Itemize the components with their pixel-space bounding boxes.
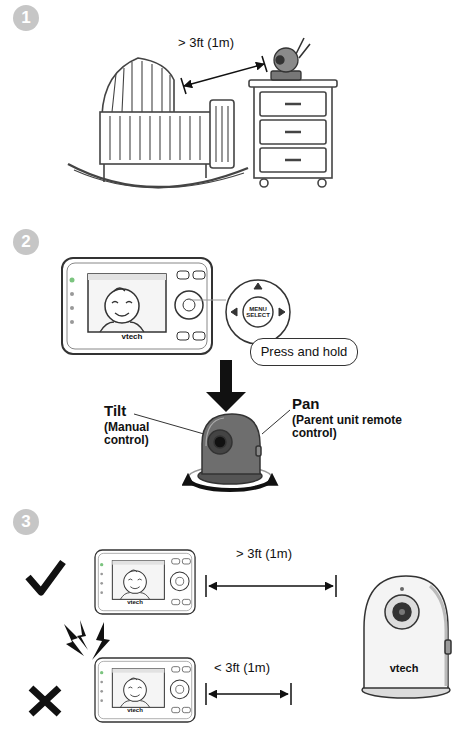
camera-front-part bbox=[399, 609, 405, 615]
zoom-button-circle-shape bbox=[226, 280, 290, 344]
distance-arrow-part bbox=[184, 64, 264, 86]
part-name: Tilt bbox=[104, 403, 164, 420]
step-number: 1 bbox=[12, 4, 40, 32]
distance-arrow-part bbox=[209, 693, 288, 695]
nightstand-drawing-part bbox=[285, 104, 301, 160]
check-mark bbox=[28, 562, 63, 592]
interference-symbol-part bbox=[92, 622, 110, 660]
cross-mark bbox=[31, 688, 59, 714]
nightstand-drawing-part bbox=[249, 80, 337, 87]
part-note: (Manual control) bbox=[104, 421, 176, 447]
dimension-label: < 3ft (1m) bbox=[214, 661, 304, 675]
crib-drawing-part bbox=[112, 61, 170, 112]
camera-front-part bbox=[400, 587, 404, 591]
crib-drawing-part bbox=[104, 164, 206, 182]
zoom-dpad-part bbox=[231, 308, 237, 316]
camera-front bbox=[362, 576, 451, 698]
distance-arrow-part bbox=[206, 683, 291, 705]
camera-on-nightstand-part bbox=[276, 56, 284, 64]
part-note: (Parent unit remote control) bbox=[292, 414, 404, 440]
parent-unit bbox=[95, 658, 195, 722]
nightstand-drawing-part bbox=[260, 179, 268, 187]
pan-tilt-camera-part bbox=[208, 430, 232, 454]
step-number-shape bbox=[13, 229, 39, 255]
brand-logo: vtech bbox=[117, 599, 153, 606]
down-arrow bbox=[206, 360, 246, 412]
callout-box-text: Press and hold bbox=[252, 345, 356, 359]
nightstand-drawing-part bbox=[318, 179, 326, 187]
distance-arrow bbox=[206, 683, 291, 705]
step-number: 2 bbox=[12, 228, 40, 256]
step-number-shape bbox=[13, 509, 39, 535]
parent-unit-part bbox=[62, 258, 212, 354]
zoom-dpad-part bbox=[254, 283, 262, 289]
parent-unit bbox=[95, 550, 195, 614]
nightstand-drawing bbox=[249, 80, 337, 187]
part-name: Pan bbox=[292, 396, 352, 413]
callout-box: Press and hold bbox=[250, 338, 358, 366]
zoom-dpad-part bbox=[190, 300, 226, 301]
camera-front-part bbox=[430, 586, 446, 686]
check-mark-part bbox=[28, 562, 63, 592]
step-number-text: 1 bbox=[14, 9, 38, 27]
nightstand-drawing-part bbox=[254, 86, 332, 178]
dimension-label: > 3ft (1m) bbox=[178, 36, 268, 50]
zoom-dpad-part bbox=[279, 308, 285, 316]
leader-line bbox=[134, 410, 290, 434]
zoom-button-circle: MENU SELECT bbox=[225, 279, 291, 345]
leader-line-part bbox=[262, 410, 290, 434]
distance-arrow bbox=[206, 575, 336, 597]
down-arrow-part bbox=[206, 360, 246, 412]
interference-symbol-part bbox=[77, 620, 88, 650]
crib-drawing bbox=[68, 58, 248, 188]
pan-tilt-camera-part bbox=[188, 478, 272, 490]
step-number-text: 3 bbox=[14, 513, 38, 531]
pan-tilt-camera bbox=[188, 414, 272, 490]
parent-unit-part bbox=[95, 550, 195, 614]
cross-mark-part bbox=[31, 688, 59, 714]
distance-arrow bbox=[181, 56, 267, 94]
brand-logo: vtech bbox=[117, 707, 153, 714]
camera-front-part bbox=[445, 640, 451, 654]
camera-on-nightstand-part bbox=[296, 38, 310, 58]
crib-drawing-part bbox=[68, 164, 248, 187]
parent-unit bbox=[62, 258, 212, 354]
crib-drawing-part bbox=[216, 106, 228, 162]
crib-drawing-part bbox=[210, 100, 234, 168]
zoom-dpad-part bbox=[225, 279, 291, 345]
step-number: 3 bbox=[12, 508, 40, 536]
camera-on-nightstand-part bbox=[274, 48, 298, 72]
zoom-button-circle-text: MENU SELECT bbox=[245, 306, 271, 319]
zoom-dpad bbox=[190, 279, 291, 345]
pan-tilt-camera-part bbox=[202, 414, 260, 474]
camera-front-part bbox=[393, 603, 411, 621]
pan-tilt-camera-part bbox=[256, 446, 261, 456]
distance-arrow-part bbox=[209, 585, 333, 587]
camera-front-part bbox=[364, 576, 448, 688]
dimension-label: > 3ft (1m) bbox=[236, 547, 326, 561]
zoom-dpad-part bbox=[243, 297, 273, 327]
crib-drawing-part bbox=[100, 112, 212, 164]
camera-on-nightstand bbox=[271, 38, 310, 80]
step-number-text: 2 bbox=[14, 233, 38, 251]
crib-drawing-part bbox=[102, 58, 174, 115]
crib-drawing-part bbox=[74, 170, 244, 188]
step-number-shape bbox=[13, 5, 39, 31]
camera-front-part bbox=[385, 595, 419, 629]
brand-logo: vtech bbox=[378, 662, 430, 674]
crib-drawing-part bbox=[110, 116, 200, 160]
parent-unit-part bbox=[95, 658, 195, 722]
pan-tilt-camera-part bbox=[214, 436, 226, 448]
interference-symbol bbox=[64, 620, 110, 660]
brand-logo: vtech bbox=[112, 333, 152, 342]
distance-arrow-part bbox=[206, 575, 336, 597]
